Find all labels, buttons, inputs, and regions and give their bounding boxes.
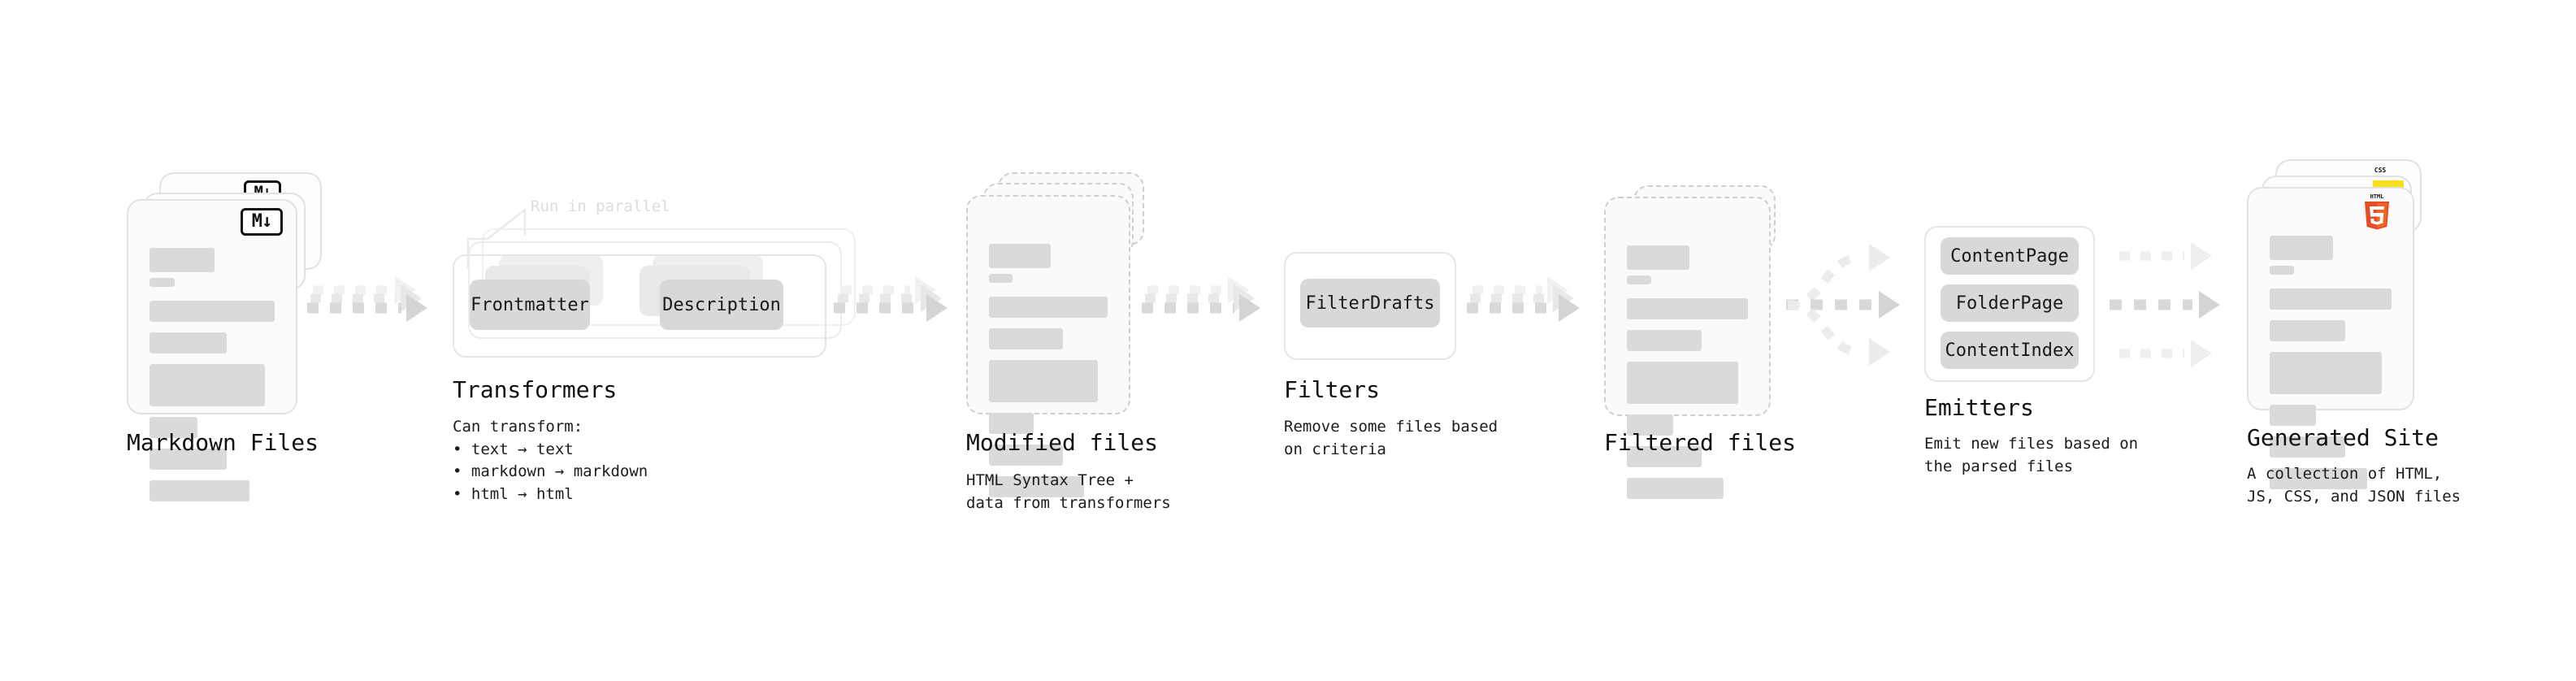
skeleton-bar [2270, 405, 2316, 426]
skeleton-title-bar [150, 248, 215, 272]
skeleton-bar [989, 297, 1108, 318]
skeleton-bar [2270, 320, 2345, 341]
emitter-pill-folderpage[interactable]: FolderPage [1941, 284, 2079, 322]
skeleton-bar [150, 332, 228, 354]
skeleton-bar [2270, 468, 2367, 489]
skeleton-bar [1627, 478, 1724, 499]
skeleton-bars [2270, 236, 2392, 500]
stage-title-markdown-files: Markdown Files [127, 429, 319, 456]
stage-subtitle-modified-files: HTML Syntax Tree + data from transformer… [966, 471, 1171, 512]
skeleton-bar [1627, 362, 1739, 404]
stage-subtitle-transformers: Can transform: • text → text • markdown … [453, 418, 648, 503]
stage-subtitle-generated-site: A collection of HTML, JS, CSS, and JSON … [2247, 465, 2461, 505]
arrow-emitters-to-site [2110, 242, 2220, 367]
arrow-markdown-to-transformers [307, 276, 427, 322]
skeleton-bar [150, 480, 250, 501]
skeleton-bar [2270, 352, 2382, 394]
skeleton-bar [989, 445, 1063, 466]
transformer-group-front [453, 254, 826, 358]
emitters-group [1924, 226, 2095, 382]
stage-title-modified-files: Modified files [966, 429, 1159, 456]
skeleton-bar [150, 449, 228, 470]
skeleton-bars [150, 248, 275, 512]
skeleton-sub-bar [2270, 266, 2294, 275]
skeleton-bar [1627, 330, 1702, 351]
transformer-pill-description[interactable]: Description [660, 280, 783, 330]
markdown-icon: M↓ [241, 208, 283, 236]
skeleton-sub-bar [150, 278, 175, 287]
skeleton-title-bar [2270, 236, 2333, 260]
skeleton-bar [1627, 446, 1702, 467]
stage-title-filtered-files: Filtered files [1604, 429, 1797, 456]
stage-subtitle-filters: Remove some files based on criteria [1284, 418, 1498, 458]
skeleton-bar [150, 364, 265, 406]
skeleton-bar [1627, 414, 1673, 436]
arrow-filters-to-filtered [1467, 276, 1580, 322]
skeleton-bar [150, 301, 275, 322]
filtered-sheet-front [1604, 197, 1771, 499]
stage-title-generated-site: Generated Site [2247, 424, 2439, 451]
svg-text:HTML: HTML [2370, 193, 2384, 200]
stage-title-transformers: Transformers [453, 376, 618, 403]
emitter-pill-contentindex[interactable]: ContentIndex [1941, 332, 2079, 369]
stage-title-emitters: Emitters [1924, 394, 2034, 421]
run-in-parallel-note: Run in parallel [531, 197, 670, 215]
skeleton-bar [2270, 288, 2392, 310]
skeleton-sub-bar [989, 274, 1013, 283]
filter-pill-filterdrafts[interactable]: FilterDrafts [1300, 279, 1440, 327]
stage-subtitle-emitters: Emit new files based on the parsed files [1924, 435, 2139, 475]
skeleton-title-bar [989, 244, 1051, 268]
skeleton-bar [989, 328, 1063, 349]
emitter-pill-contentpage[interactable]: ContentPage [1941, 237, 2079, 275]
skeleton-sub-bar [1627, 275, 1651, 284]
skeleton-title-bar [1627, 245, 1690, 270]
skeleton-bars [989, 244, 1108, 508]
filters-group [1284, 252, 1456, 360]
arrow-modified-to-filters [1142, 276, 1260, 322]
modified-sheet-front [966, 195, 1130, 497]
skeleton-bars [1627, 245, 1748, 510]
skeleton-bar [150, 417, 197, 438]
html5-icon: HTML [2365, 193, 2389, 230]
stage-title-filters: Filters [1284, 376, 1381, 403]
skeleton-bar [2270, 436, 2345, 458]
skeleton-bar [989, 476, 1084, 497]
skeleton-bar [989, 413, 1034, 434]
arrow-filtered-to-emitters [1786, 244, 1900, 366]
skeleton-bar [989, 360, 1099, 402]
transformer-pill-frontmatter[interactable]: Frontmatter [470, 280, 590, 330]
skeleton-bar [1627, 298, 1748, 319]
